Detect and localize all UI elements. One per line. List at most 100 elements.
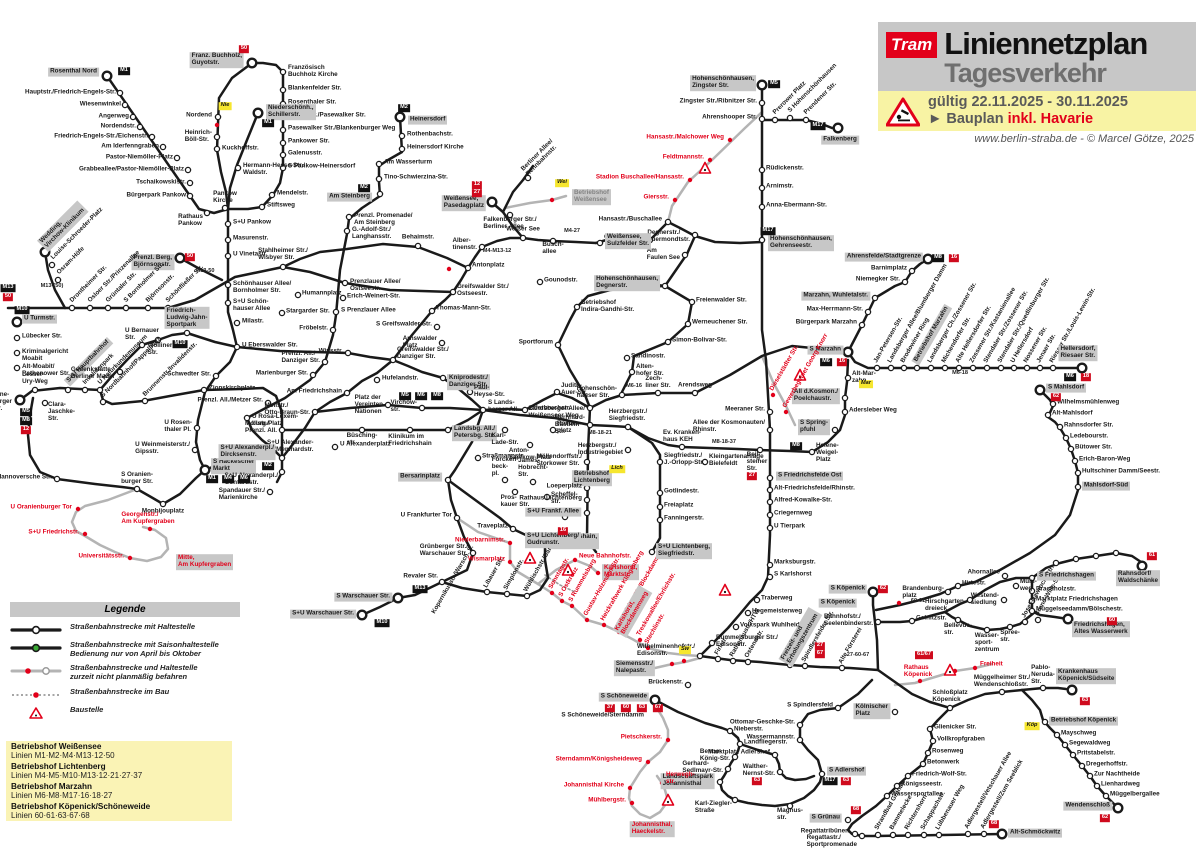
stop-dot: [321, 358, 329, 366]
stop-dot: [268, 191, 276, 199]
stop-dot: [344, 349, 352, 357]
stop-dot: [834, 704, 842, 712]
depot-name: Betriebshof Köpenick/Schöneweide: [11, 802, 151, 811]
closed-stop-dot: [549, 197, 555, 203]
stop-dot: [141, 397, 149, 405]
closed-stop-dot: [669, 661, 675, 667]
stop-dot: [449, 288, 457, 296]
legend-item-text: Straßenbahnstrecke im Bau: [70, 686, 170, 696]
stop-dot: [841, 408, 849, 416]
stop-dot: [623, 354, 631, 362]
stop-dot: [453, 514, 461, 522]
legend-sample-season: [10, 641, 62, 653]
legend-title: Legende: [10, 602, 240, 617]
closed-stop-dot: [595, 570, 601, 576]
stop-dot: [213, 145, 221, 153]
tram-route: [968, 576, 1070, 621]
stop-dot: [744, 609, 752, 617]
stop-dot: [969, 364, 977, 372]
stop-dot: [224, 299, 232, 307]
depot-lines: Linien M1·M2·M4·M13·12·50: [11, 751, 115, 760]
stop-dot: [920, 831, 928, 839]
stop-dot: [224, 252, 232, 260]
terminal-loop-dot: [1112, 802, 1124, 814]
stop-dot: [64, 386, 72, 394]
terminal-loop-dot: [996, 828, 1008, 840]
closed-stop-dot: [972, 665, 978, 671]
terminal-loop-dot: [11, 316, 23, 328]
stop-dot: [980, 830, 988, 838]
depot-name: Betriebshof Marzahn: [11, 782, 92, 791]
stop-dot: [796, 721, 804, 729]
stop-dot: [1092, 552, 1100, 560]
stop-dot: [138, 341, 146, 349]
stop-dot: [136, 123, 144, 131]
tram-route: [203, 446, 264, 472]
stop-dot: [1093, 782, 1101, 790]
stop-dot: [758, 99, 766, 107]
closed-stop-dot: [82, 531, 88, 537]
stop-dot: [193, 424, 201, 432]
stop-dot: [329, 326, 337, 334]
tram-route: [481, 358, 850, 454]
stop-dot: [279, 263, 287, 271]
closed-stop-dot: [629, 800, 635, 806]
legend-sample-construction: [10, 688, 62, 700]
stop-dot: [1028, 587, 1036, 595]
stop-dot: [1021, 618, 1029, 626]
stop-dot: [129, 113, 137, 121]
stop-dot: [851, 830, 859, 838]
stop-dot: [841, 394, 849, 402]
stop-dot: [1012, 582, 1020, 590]
stop-dot: [221, 204, 229, 212]
stop-dot: [398, 145, 406, 153]
stop-dot: [1034, 616, 1042, 624]
tram-route-closed: [70, 487, 170, 563]
stop-dot: [1039, 684, 1047, 692]
stop-dot: [964, 830, 972, 838]
terminal-loop-dot: [649, 694, 661, 706]
stop-dot: [664, 218, 672, 226]
legend-item: Straßenbahnstrecke mit Haltestelle: [10, 622, 240, 635]
stop-dot: [384, 401, 392, 409]
stop-dot: [526, 441, 534, 449]
stop-dot: [766, 561, 774, 569]
closed-stop-dot: [770, 392, 776, 398]
legend-sample-site: [10, 706, 62, 719]
havarie-highlight: inkl. Havarie: [1007, 111, 1094, 128]
stop-dot: [858, 832, 866, 840]
stop-dot: [309, 371, 317, 379]
stop-dot: [583, 496, 591, 504]
stop-dot: [224, 236, 232, 244]
stop-dot: [904, 831, 912, 839]
stop-dot: [758, 236, 766, 244]
terminal-loop-dot: [101, 70, 113, 82]
tram-route: [666, 220, 764, 245]
stop-dot: [116, 368, 124, 376]
tram-route: [396, 408, 485, 600]
stop-dot: [243, 414, 251, 422]
stop-dot: [919, 760, 927, 768]
terminal-loop-dot: [394, 111, 406, 123]
tram-route-closed: [455, 516, 702, 658]
stop-dot: [99, 398, 107, 406]
stop-dot: [1061, 741, 1069, 749]
closed-stop-dot: [672, 197, 678, 203]
tram-route: [245, 115, 404, 484]
stop-dot: [656, 516, 664, 524]
stop-dot: [1071, 457, 1079, 465]
credit-line: www.berlin-straba.de - © Marcel Götze, 2…: [974, 132, 1194, 145]
legend-item: Straßenbahnstrecke im Bau: [10, 686, 240, 700]
stop-dot: [375, 175, 383, 183]
stop-dot: [1086, 772, 1094, 780]
depot-lines: Linien 60·61·63·67·68: [11, 811, 90, 820]
stop-dot: [744, 658, 752, 666]
terminal-loop-dot: [1062, 613, 1074, 625]
stop-dot: [543, 493, 551, 501]
stop-dot: [887, 364, 895, 372]
stop-dot: [786, 802, 794, 810]
legend-item-text: Straßenbahnstrecke mit Saisonhaltestelle…: [70, 640, 219, 658]
stop-dot: [766, 511, 774, 519]
